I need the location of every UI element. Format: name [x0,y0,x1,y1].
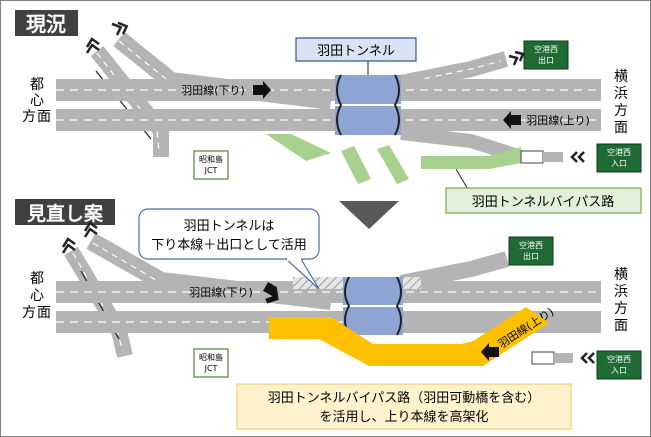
revised-exit-sign-line2: 出口 [523,251,539,261]
current-bypass-seg-3 [377,145,409,184]
revised-summary-box [236,383,572,430]
revised-dir-right-4: 面 [614,318,628,334]
current-ramp-chevron-icon-2 [111,21,129,36]
current-dir-left-1: 都 [30,77,44,93]
current-tunnel-portal-left [336,74,343,136]
current-haneda-down: 羽田線(下り) [181,83,245,97]
revised-dir-right-1: 横 [614,267,628,283]
revised-ramp-chevron-icon-2 [83,221,98,238]
revised-ramp-upper-left-outer [64,246,133,358]
current-exit-ramp-lane [402,60,502,84]
revised-summary-line1: 羽田トンネルバイパス路（羽田可動橋を含む） [268,390,540,406]
current-dir-left-4: 面 [37,109,51,125]
revised-title: 見直し案 [27,202,104,225]
current-tunnel-label: 羽田トンネル [317,44,395,59]
current-exit-sign-line2: 出口 [538,55,554,65]
current-entrance-sign-line1: 空港西 [607,147,631,157]
current-dir-right-1: 横 [614,69,628,85]
revised-elevated-up-line [269,307,549,366]
current-tunnel-label-box [295,37,417,62]
current-bypass-seg-4 [421,156,491,169]
current-dir-right-4: 面 [614,120,628,136]
section-revised: 見直し案 羽田線(上り) 羽田線(下り) [15,199,642,430]
current-haneda-up: 羽田線(上り) [526,113,590,127]
current-entrance-ramp [400,126,524,164]
current-bypass-label-box [445,187,642,214]
current-jct-line2: JCT [204,166,218,175]
revised-dir-right-3: 方 [614,301,628,317]
current-bypass-label: 羽田トンネルバイパス路 [472,194,614,210]
revised-summary-line2: を活用し、上り本線を高架化 [319,409,488,425]
revised-arrow-up-icon [481,343,499,361]
revised-arrow-down-icon [263,282,279,304]
current-jct-line1: 昭和島 [199,154,223,164]
current-exit-chevron-icon [508,50,525,66]
current-arrow-down-icon [253,81,271,99]
current-bypass-seg-2 [341,146,371,184]
revised-dir-left-2: 心 [30,288,44,304]
current-dir-left-3: 方 [22,109,36,125]
revised-jct-box [193,348,229,378]
revised-callout-line1: 羽田トンネルは [184,219,275,234]
revised-title-bg [15,199,115,225]
revised-dir-left-4: 面 [37,305,51,321]
revised-entrance-sign-line2: 入口 [611,366,627,375]
current-title-bg [15,10,78,36]
current-arrow-up-icon [503,111,521,129]
revised-entrance-sign-line1: 空港西 [607,354,631,364]
revised-jct-line1: 昭和島 [199,352,223,362]
revised-exit-sign [508,236,554,266]
revised-tunnel-portal-right [395,276,402,336]
revised-dir-left-3: 方 [22,305,36,321]
current-ramp-chevron-icon-1 [85,37,100,54]
revised-dir-left-1: 都 [30,271,44,287]
revised-haneda-down: 羽田線(下り) [189,285,253,299]
revised-exit-ramp [399,251,510,291]
current-tunnel-portal-right [393,74,400,136]
revised-callout-joint [287,255,301,261]
current-title: 現況 [26,12,66,36]
revised-jct-line2: JCT [204,364,218,373]
current-entrance-chevron-icon [570,151,585,163]
current-exit-sign-line1: 空港西 [534,44,558,54]
revised-entrance-chevron-icon [580,352,595,364]
current-dir-left-2: 心 [30,93,44,109]
revised-callout-box [138,208,320,260]
current-bypass-seg-1 [266,134,331,161]
current-bypass-seg-5 [489,147,521,169]
current-exit-sign [523,40,569,70]
current-ramp-lane-1 [96,52,160,152]
current-entrance-sign-line2: 入口 [611,159,627,168]
revised-callout-line2: 下り本線＋出口として活用 [151,237,307,253]
revised-entrance-gate [531,351,555,365]
current-dir-right-3: 方 [614,103,628,119]
current-dir-right-2: 浜 [614,86,628,102]
revised-entrance-sign [596,350,642,380]
revised-dir-right-2: 浜 [614,284,628,300]
section-current: 現況 羽田トンネル 羽田トンネルバイパス路 [15,10,642,214]
revised-ramp-chevron-icon-1 [61,237,76,254]
current-entrance-gate [520,150,544,164]
current-entrance-sign [596,143,642,173]
current-jct-box [193,150,229,180]
revised-tunnel-portal-left [344,276,351,336]
current-bypass-leader [455,168,470,192]
revised-exit-sign-line1: 空港西 [519,240,543,250]
transition-arrow-icon [339,201,399,229]
revised-road-up-right [401,311,601,333]
